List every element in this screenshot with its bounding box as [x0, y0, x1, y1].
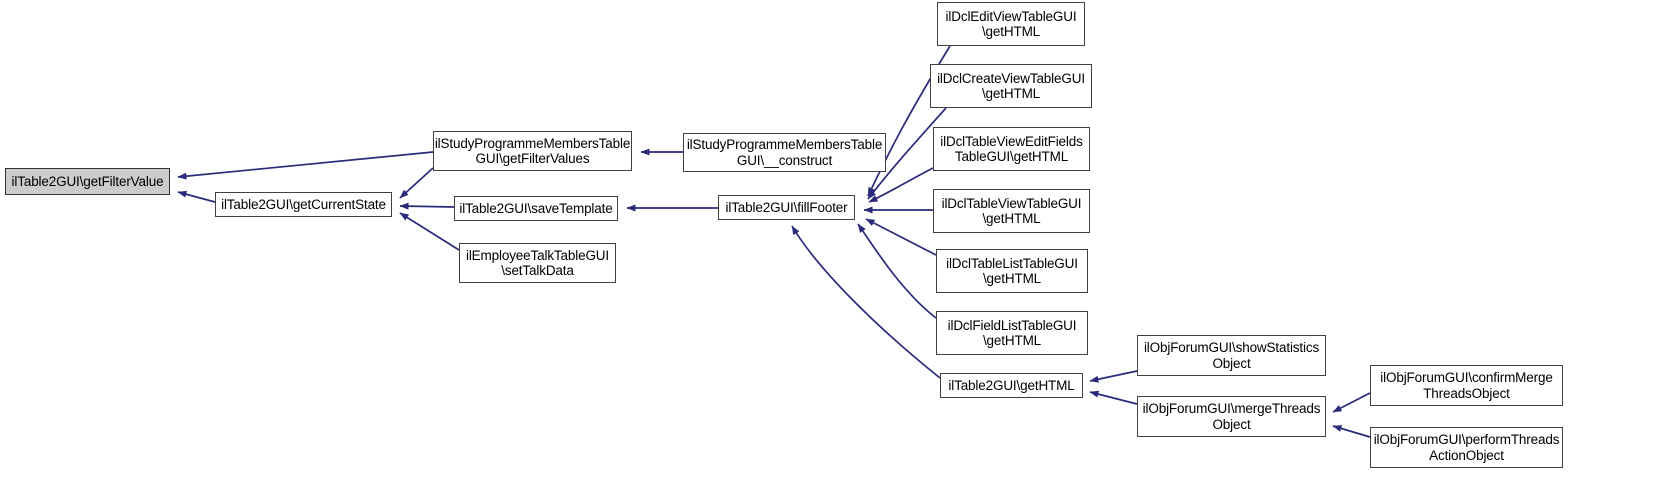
node-objForumGUI-confirmMergeThreadsObject[interactable]: ilObjForumGUI\confirmMerge ThreadsObject: [1370, 365, 1563, 406]
node-studyProgrammeMembersTableGUI-getFilterValues[interactable]: ilStudyProgrammeMembersTable GUI\getFilt…: [433, 131, 632, 171]
edge-dclTableViewEditFields-to-fillFooter: [868, 167, 934, 203]
edge-setTalkData-to-getCurrentState: [399, 212, 460, 251]
edge-table2GetHTML-to-fillFooter: [791, 225, 941, 379]
edge-dclFieldList-to-fillFooter: [857, 223, 937, 319]
node-dclFieldListTableGUI-getHTML[interactable]: ilDclFieldListTableGUI \getHTML: [936, 311, 1088, 355]
node-getCurrentState[interactable]: ilTable2GUI\getCurrentState: [215, 192, 392, 217]
edge-dclTableList-to-fillFooter: [865, 218, 937, 256]
node-fillFooter[interactable]: ilTable2GUI\fillFooter: [718, 195, 855, 220]
node-table2GUI-getHTML[interactable]: ilTable2GUI\getHTML: [940, 373, 1083, 398]
edge-getFilterValues-to-getFilterValue: [177, 151, 434, 180]
node-dclTableListTableGUI-getHTML[interactable]: ilDclTableListTableGUI \getHTML: [936, 249, 1088, 293]
edge-confirmMergeThreads-to-mergeThreads: [1332, 392, 1371, 413]
node-saveTemplate[interactable]: ilTable2GUI\saveTemplate: [454, 196, 618, 221]
node-studyProgrammeMembersTableGUI-construct[interactable]: ilStudyProgrammeMembersTable GUI\__const…: [683, 133, 886, 172]
edge-performThreadsAction-to-mergeThreads: [1332, 425, 1371, 438]
edge-saveTemplate-to-getCurrentState: [399, 202, 455, 210]
edge-showStatistics-to-getHTML: [1089, 370, 1138, 383]
node-dclEditViewTableGUI-getHTML[interactable]: ilDclEditViewTableGUI \getHTML: [937, 2, 1085, 46]
node-dclTableViewEditFieldsTableGUI-getHTML[interactable]: ilDclTableViewEditFields TableGUI\getHTM…: [933, 127, 1090, 171]
edge-mergeThreads-to-getHTML: [1089, 390, 1138, 405]
node-employeeTalkTableGUI-setTalkData[interactable]: ilEmployeeTalkTableGUI \setTalkData: [459, 243, 616, 283]
node-objForumGUI-mergeThreadsObject[interactable]: ilObjForumGUI\mergeThreads Object: [1137, 396, 1326, 437]
node-dclCreateViewTableGUI-getHTML[interactable]: ilDclCreateViewTableGUI \getHTML: [930, 64, 1092, 108]
edge-getCurrentState-to-getFilterValue: [177, 190, 216, 203]
node-getFilterValue[interactable]: ilTable2GUI\getFilterValue: [5, 168, 170, 195]
edge-getFilterValues-to-getCurrentState: [399, 167, 434, 199]
node-objForumGUI-performThreadsActionObject[interactable]: ilObjForumGUI\performThreads ActionObjec…: [1370, 427, 1563, 468]
node-dclTableViewTableGUI-getHTML[interactable]: ilDclTableViewTableGUI \getHTML: [933, 189, 1090, 233]
node-objForumGUI-showStatisticsObject[interactable]: ilObjForumGUI\showStatistics Object: [1137, 335, 1326, 376]
